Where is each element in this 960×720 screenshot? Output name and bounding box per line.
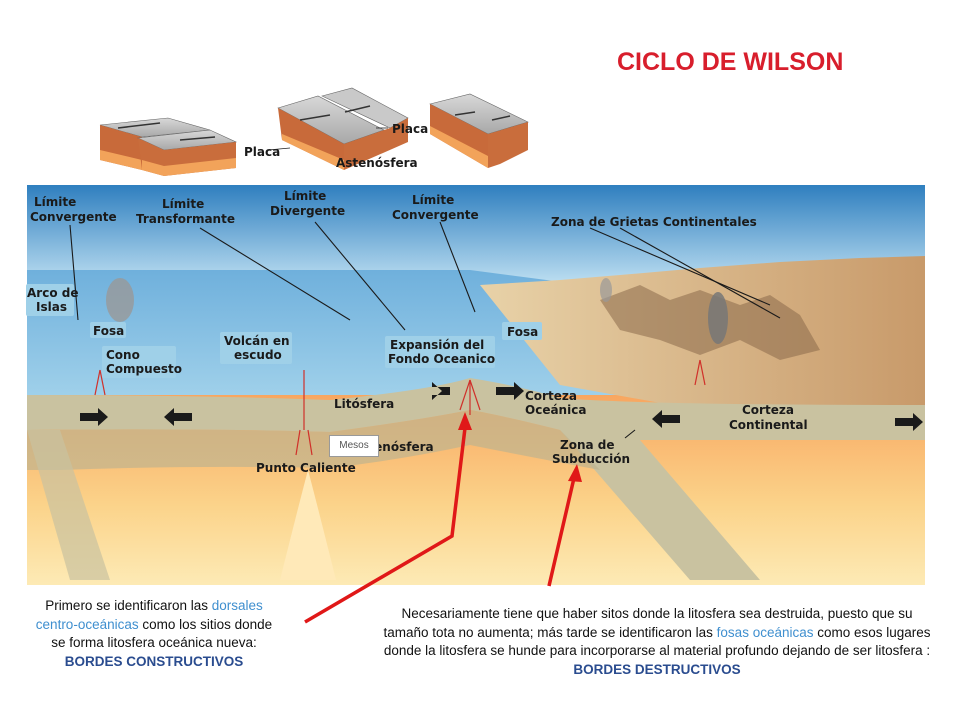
label-limite-convergente-1-b: Convergente [30, 210, 117, 224]
label-expansion-b: Fondo Oceanico [388, 352, 495, 366]
caption-left-highlight: dorsales centro-oceánicas [35, 598, 263, 632]
label-zona-subduccion-b: Subducción [552, 452, 630, 466]
arrowhead-subduction [568, 464, 582, 482]
label-zona-subduccion-a: Zona de [560, 438, 615, 452]
red-pointers [304, 427, 576, 624]
label-expansion-a: Expansión del [390, 338, 484, 352]
label-arco-islas-b: Islas [36, 300, 67, 314]
label-corteza-continental-a: Corteza [742, 403, 794, 417]
block-label-astenosfera: Astenósfera [336, 156, 418, 170]
mesos-tag: Mesos [329, 435, 379, 457]
caption-right-text-2: como esos lugares donde la litosfera se … [383, 624, 931, 659]
label-volcan-escudo-a: Volcán en [224, 334, 290, 348]
label-fosa-left: Fosa [93, 324, 124, 338]
caption-left-bold: BORDES CONSTRUCTIVOS [64, 653, 244, 669]
label-litosfera: Litósfera [334, 397, 394, 411]
block-label-placa-right: Placa [392, 122, 428, 136]
plate-block-diagrams: Placa Placa Astenósfera [99, 87, 529, 176]
label-limite-divergente-b: Divergente [270, 204, 345, 218]
caption-right-bold: BORDES DESTRUCTIVOS [573, 661, 741, 677]
caption-left-text-1: Primero se identificaron las [45, 598, 209, 613]
arrowhead-ridge [458, 412, 472, 430]
caption-right-text-1: Necesariamente tiene que haber sitos don… [383, 606, 913, 640]
caption-left: Primero se identificaron las dorsales ce… [28, 597, 280, 671]
label-arco-islas-a: Arco de [27, 286, 78, 300]
leader-lines [69, 221, 781, 439]
label-limite-divergente-a: Límite [284, 189, 326, 203]
label-limite-convergente-1-a: Límite [34, 195, 76, 209]
cross-section [27, 185, 925, 585]
label-fosa-right: Fosa [507, 325, 538, 339]
caption-right-highlight: fosas oceánicas [716, 624, 814, 640]
label-limite-transformante-a: Límite [162, 197, 204, 211]
label-cono-compuesto-a: Cono [106, 348, 140, 362]
page-title: CICLO DE WILSON [617, 48, 844, 76]
label-limite-convergente-2-a: Límite [412, 193, 454, 207]
label-limite-convergente-2-b: Convergente [392, 208, 479, 222]
caption-right: Necesariamente tiene que haber sitos don… [382, 605, 932, 679]
label-volcan-escudo-b: escudo [234, 348, 282, 362]
label-zona-grietas: Zona de Grietas Continentales [551, 215, 757, 229]
label-corteza-continental-b: Continental [729, 418, 808, 432]
label-punto-caliente: Punto Caliente [256, 461, 356, 475]
label-corteza-oceanica-b: Oceánica [525, 403, 586, 417]
label-corteza-oceanica-a: Corteza [525, 389, 577, 403]
caption-left-text-2: como los sitios donde se forma litosfera… [51, 616, 273, 651]
label-limite-transformante-b: Transformante [136, 212, 235, 226]
label-cono-compuesto-b: Compuesto [106, 362, 182, 376]
block-label-placa-left: Placa [244, 145, 280, 159]
